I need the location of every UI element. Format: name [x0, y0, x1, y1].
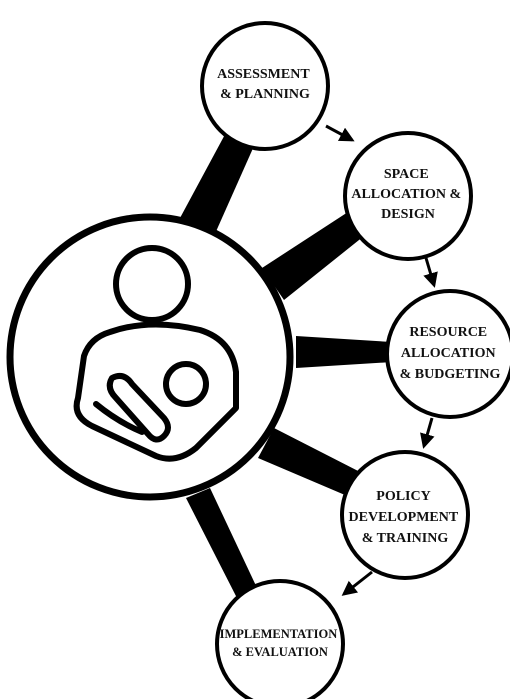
- flow-arrows: [325, 124, 438, 596]
- step-2-line-3: DESIGN: [381, 207, 435, 222]
- step-4-line-1: POLICY: [376, 489, 430, 504]
- spoke-4: [258, 428, 364, 498]
- breastfeeding-mother-icon: [73, 245, 239, 462]
- step-2-line-2: ALLOCATION &: [351, 187, 461, 202]
- step-3-circle: [385, 289, 510, 419]
- spoke-2: [262, 212, 364, 300]
- step-2-label: SPACE ALLOCATION & DESIGN: [351, 167, 464, 222]
- step-3-line-3: & BUDGETING: [400, 367, 501, 382]
- step-circles: [200, 21, 510, 699]
- step-1-circle: [200, 21, 330, 151]
- step-4-label: POLICY DEVELOPMENT & TRAINING: [349, 489, 462, 546]
- step-1-line-2: & PLANNING: [220, 87, 310, 102]
- step-3-label: RESOURCE ALLOCATION & BUDGETING: [400, 325, 501, 382]
- step-5-circle: [215, 579, 345, 699]
- spoke-5: [186, 488, 258, 600]
- step-1-label: ASSESSMENT & PLANNING: [217, 67, 313, 102]
- step-4-line-2: DEVELOPMENT: [349, 510, 459, 525]
- arrow-2-to-3: [423, 257, 438, 288]
- step-3-line-1: RESOURCE: [409, 325, 487, 340]
- step-2-line-1: SPACE: [384, 167, 429, 182]
- step-labels: ASSESSMENT & PLANNING SPACE ALLOCATION &…: [217, 67, 500, 659]
- step-3-line-2: ALLOCATION: [401, 346, 496, 361]
- step-1-line-1: ASSESSMENT: [217, 67, 310, 82]
- arrow-1-to-2: [325, 124, 355, 142]
- arrow-4-to-5: [341, 570, 373, 596]
- step-5-line-1: IMPLEMENTATION: [220, 627, 338, 641]
- step-4-line-3: & TRAINING: [362, 531, 449, 546]
- hub: [6, 213, 294, 501]
- step-5-label: IMPLEMENTATION & EVALUATION: [220, 627, 341, 659]
- step-4-circle: [340, 450, 470, 580]
- spoke-3: [296, 336, 392, 368]
- step-2-circle: [343, 131, 473, 261]
- step-5-line-2: & EVALUATION: [232, 645, 328, 659]
- arrow-3-to-4: [420, 417, 435, 449]
